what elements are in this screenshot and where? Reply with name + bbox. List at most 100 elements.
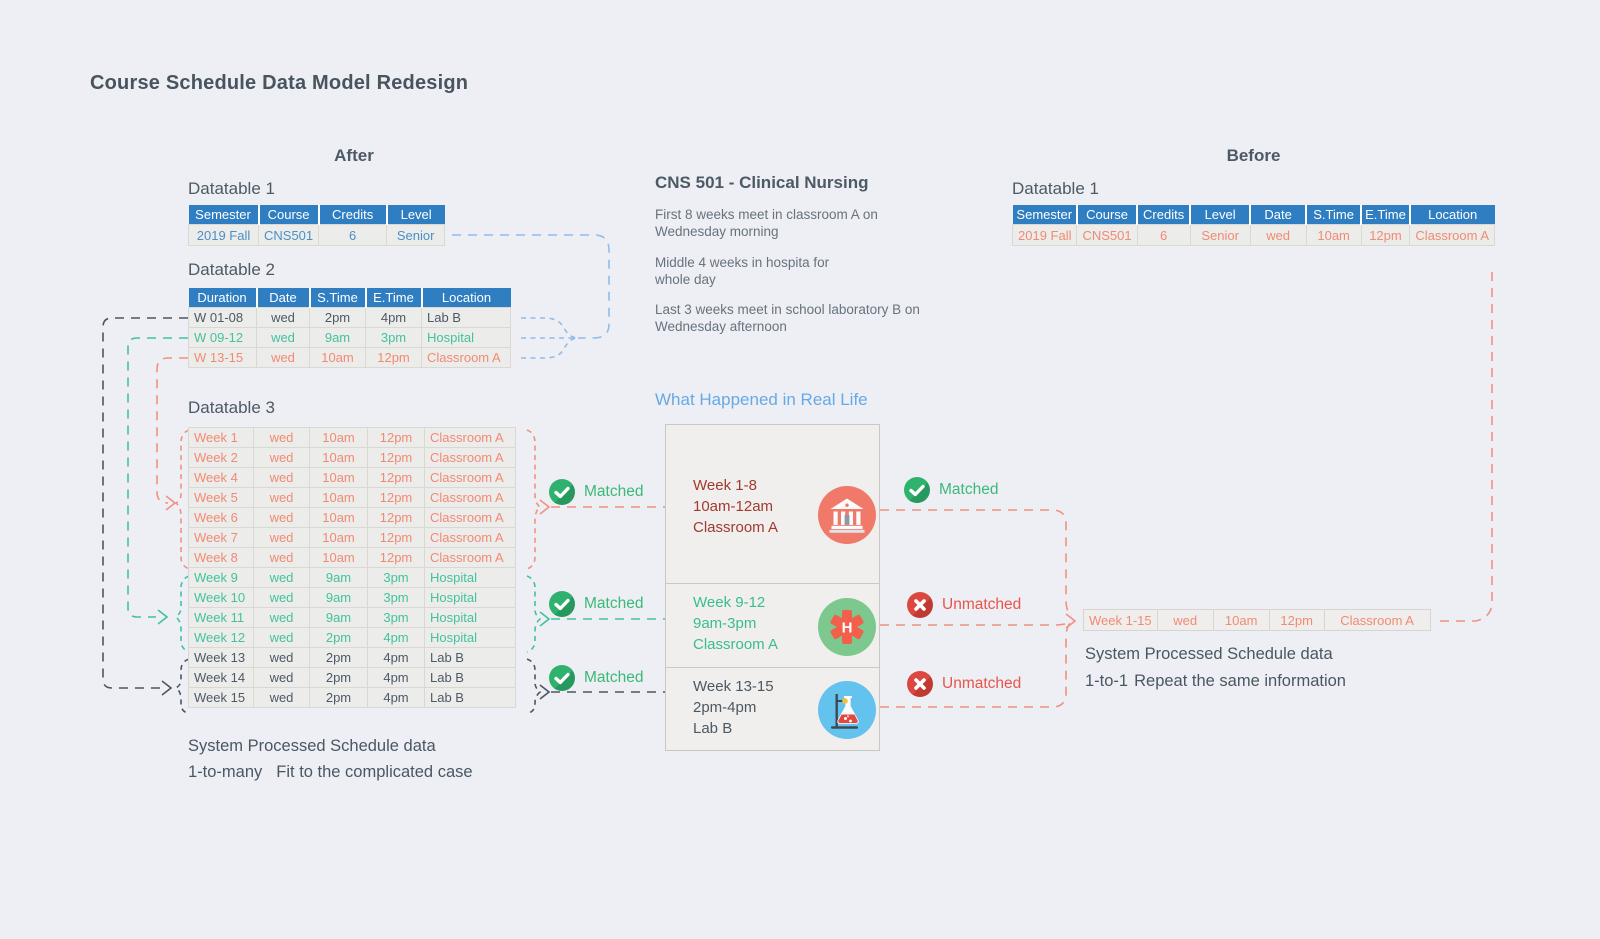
arrowhead-salmon-row <box>1065 613 1077 629</box>
table-cell: 4pm <box>365 307 422 328</box>
reallife-card-2: Week 9-12 9am-3pm Classroom A H <box>666 583 879 667</box>
table-cell: 10am <box>309 347 366 368</box>
table-cell: 10am <box>309 487 368 508</box>
arrowhead-dark-right <box>539 684 551 700</box>
course-paragraph-1: First 8 weeks meet in classroom A on Wed… <box>655 207 878 239</box>
arrowhead-green <box>157 609 169 625</box>
connector-green <box>127 337 188 618</box>
table-cell: 12pm <box>1268 609 1325 631</box>
table-cell: Lab B <box>421 307 511 328</box>
table-cell: wed <box>256 307 310 328</box>
table-cell: Week 7 <box>188 527 254 548</box>
unmatched-badge-2: Unmatched <box>907 671 1021 697</box>
table-cell: 6 <box>1136 224 1191 246</box>
table-cell: 12pm <box>367 467 425 488</box>
table-cell: 3pm <box>365 327 422 348</box>
table-cell: Week 1-15 <box>1083 609 1158 631</box>
table-cell: 2pm <box>309 647 368 668</box>
table-cell: Classroom A <box>424 547 516 568</box>
table-cell: 2019 Fall <box>1011 224 1078 246</box>
table-cell: CNS501 <box>257 224 320 246</box>
after-heading: After <box>334 146 374 165</box>
page-title: Course Schedule Data Model Redesign <box>90 72 469 94</box>
table-cell: Week 5 <box>188 487 254 508</box>
matched-badge-left-1: Matched <box>549 479 643 505</box>
table-cell: 10am <box>309 507 368 528</box>
table-cell: 12pm <box>367 527 425 548</box>
table-cell: W 09-12 <box>188 327 257 348</box>
table-cell: Week 4 <box>188 467 254 488</box>
table-cell: 12pm <box>367 427 425 448</box>
table-cell: wed <box>253 627 310 648</box>
table-cell: 4pm <box>367 647 425 668</box>
column-header: Credits <box>317 205 387 225</box>
table-cell: W 01-08 <box>188 307 257 328</box>
connector-blue-row3 <box>521 337 577 359</box>
bracket-right-green <box>526 575 542 653</box>
check-icon <box>549 479 575 505</box>
table-cell: wed <box>253 647 310 668</box>
table-cell: Week 6 <box>188 507 254 528</box>
table-cell: Hospital <box>421 327 511 348</box>
table-cell: 10am <box>1305 224 1362 246</box>
table-cell: Lab B <box>424 647 516 668</box>
table-cell: 6 <box>318 224 388 246</box>
table-cell: 2pm <box>309 667 368 688</box>
table-cell: wed <box>253 687 310 708</box>
table-cell: Week 11 <box>188 607 254 628</box>
table-cell: Lab B <box>424 667 516 688</box>
table-cell: 12pm <box>365 347 422 368</box>
table-cell: 2019 Fall <box>188 224 259 246</box>
table-cell: 10am <box>309 547 368 568</box>
column-header: Course <box>1075 205 1138 225</box>
table-cell: Week 9 <box>188 567 254 588</box>
column-header: Date <box>1249 205 1307 225</box>
table-cell: 3pm <box>367 587 425 608</box>
matched-badge-left-3: Matched <box>549 665 643 691</box>
table-cell: 9am <box>309 567 368 588</box>
svg-text:H: H <box>842 620 853 637</box>
column-header: S.Time <box>1305 205 1362 225</box>
table-cell: wed <box>253 567 310 588</box>
connector-card2-to-row <box>880 620 1072 626</box>
connector-dark <box>102 317 188 689</box>
table-cell: Classroom A <box>424 447 516 468</box>
table-cell: 10am <box>309 427 368 448</box>
card-3-text: Week 13-15 2pm-4pm Lab B <box>693 678 774 737</box>
unmatched-badge-1: Unmatched <box>907 592 1021 618</box>
table-cell: wed <box>256 327 310 348</box>
column-header: S.Time <box>308 288 366 308</box>
column-header: E.Time <box>364 288 422 308</box>
table-cell: wed <box>253 447 310 468</box>
column-header: Date <box>255 288 310 308</box>
after-datatable3-label: Datatable 3 <box>188 398 275 417</box>
column-header: Credits <box>1136 205 1191 225</box>
cross-icon <box>907 592 933 618</box>
table-cell: Classroom A <box>424 427 516 448</box>
table-cell: Week 13 <box>188 647 254 668</box>
arrowhead-salmon <box>165 495 177 511</box>
table-cell: 12pm <box>367 507 425 528</box>
course-paragraph-2: Middle 4 weeks in hospita for whole day <box>655 255 830 287</box>
table-cell: 9am <box>309 327 366 348</box>
